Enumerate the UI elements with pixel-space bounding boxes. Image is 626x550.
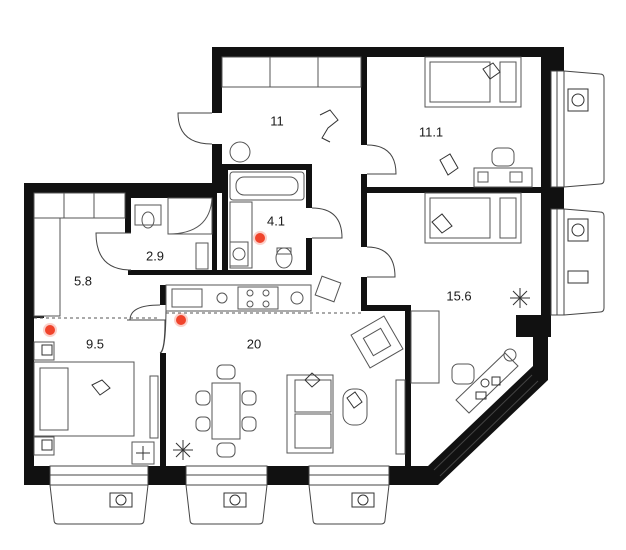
room-area-living-kitchen: 20	[246, 336, 262, 352]
room-area-hall: 11	[270, 113, 284, 129]
furniture	[33, 56, 533, 465]
marker-dot	[176, 315, 186, 325]
interior-walls	[34, 57, 541, 466]
windows	[49, 70, 565, 486]
balconies	[49, 70, 605, 525]
room-area-bedroom-top: 11.1	[418, 124, 444, 140]
marker-halos	[43, 231, 267, 337]
doors	[95, 112, 397, 354]
outer-walls	[24, 47, 564, 485]
room-area-bedroom-left: 9.5	[85, 336, 105, 352]
ac-unit-icon	[109, 88, 589, 508]
room-area-entry: 5.8	[73, 273, 93, 289]
marker-dots	[45, 233, 265, 335]
room-area-bedroom-right: 15.6	[446, 288, 472, 304]
marker-dot	[255, 233, 265, 243]
decor-icons	[41, 62, 501, 451]
room-area-bathroom: 4.1	[266, 213, 286, 229]
marker-dot	[45, 325, 55, 335]
plant-icon	[136, 288, 530, 460]
room-area-wc: 2.9	[145, 248, 165, 264]
